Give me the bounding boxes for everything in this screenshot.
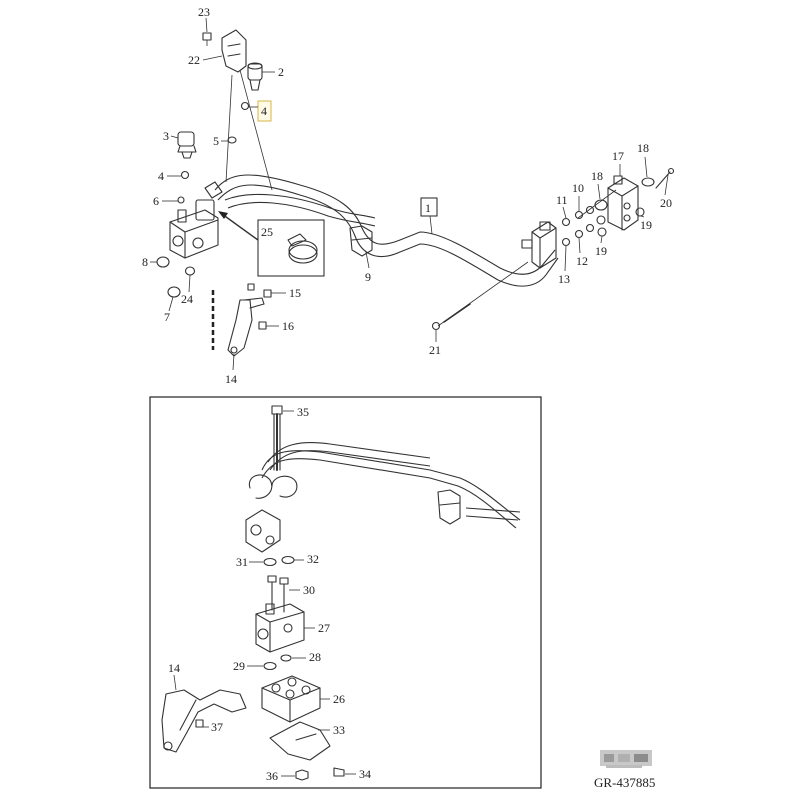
manifold-block — [169, 181, 223, 259]
callout-2: 2 — [278, 65, 284, 79]
part-17-valve-body — [607, 175, 639, 231]
callout-24: 24 — [181, 292, 193, 306]
part-7-oring — [167, 286, 181, 298]
callout-5: 5 — [213, 134, 219, 148]
callout-30: 30 — [303, 583, 315, 597]
part-14-bracket — [227, 283, 272, 357]
part-27-expansion-valve — [255, 603, 305, 653]
callout-21: 21 — [429, 343, 441, 357]
part-4-valve-upper — [240, 101, 250, 111]
detail-view: 35 31 32 30 27 29 28 14 26 37 33 36 34 — [149, 396, 542, 789]
small-seals-11-13 — [561, 205, 595, 247]
part-22-bracket — [221, 29, 247, 73]
part-4-valve-lower — [180, 170, 190, 180]
detail-frame — [149, 396, 542, 789]
callout-4-highlight — [257, 100, 272, 122]
part-2-connector — [247, 62, 263, 91]
callout-6: 6 — [153, 194, 159, 208]
part-21-long-bolt — [431, 261, 529, 331]
callout-12: 12 — [576, 254, 588, 268]
callout-35: 35 — [297, 405, 309, 419]
main-assembly: 23 22 2 4 5 3 4 6 8 7 24 1 — [142, 5, 675, 386]
callout-8: 8 — [142, 255, 148, 269]
part-37-bolt — [195, 719, 204, 728]
callout-16: 16 — [282, 319, 294, 333]
callout-33: 33 — [333, 723, 345, 737]
part-26-evaporator-block — [261, 675, 321, 723]
callout-4-left: 4 — [158, 169, 164, 183]
callout-19-right: 19 — [640, 218, 652, 232]
part-28-29-orings — [263, 654, 292, 671]
watermark-stamp — [600, 750, 652, 768]
part-24-oring — [184, 266, 196, 276]
callout-17: 17 — [612, 149, 624, 163]
part-34-screw — [333, 767, 345, 777]
part-35-bolt — [271, 405, 283, 471]
ac-pipes — [214, 174, 559, 287]
callout-31: 31 — [236, 555, 248, 569]
part-8-oring — [156, 256, 170, 268]
callout-13: 13 — [558, 272, 570, 286]
callout-25: 25 — [261, 225, 273, 239]
part-5-oring — [227, 136, 237, 144]
callout-14-main: 14 — [225, 372, 237, 386]
callout-3: 3 — [163, 129, 169, 143]
part-33-plate — [269, 721, 331, 761]
callout-1: 1 — [425, 201, 431, 215]
callout-37: 37 — [211, 720, 223, 734]
detail-pipes — [261, 442, 521, 529]
callout-1-box — [420, 197, 438, 217]
callout-15: 15 — [289, 286, 301, 300]
callout-4-top: 4 — [261, 104, 267, 118]
callout-18-left: 18 — [591, 169, 603, 183]
callout-28: 28 — [309, 650, 321, 664]
callout-7: 7 — [164, 310, 170, 324]
part-30-bolts — [267, 575, 289, 613]
callout-29: 29 — [233, 659, 245, 673]
part-18-oring-right — [641, 177, 655, 187]
callout-34: 34 — [359, 767, 371, 781]
main-callouts: 23 22 2 4 5 3 4 6 8 7 24 1 — [142, 5, 672, 386]
callout-27: 27 — [318, 621, 330, 635]
expansion-valve-bracket — [521, 221, 557, 269]
part-31-32-orings — [263, 555, 295, 567]
callout-19-left: 19 — [595, 244, 607, 258]
document-id: GR-437885 — [594, 775, 655, 790]
callout-22: 22 — [188, 53, 200, 67]
part-3-connector — [177, 131, 197, 159]
part-23-bolt — [202, 32, 212, 46]
callout-9: 9 — [365, 270, 371, 284]
part-6-oring — [177, 196, 185, 204]
part-36-nut — [295, 769, 309, 781]
callout-32: 32 — [307, 552, 319, 566]
detail-callouts: 35 31 32 30 27 29 28 14 26 37 33 36 34 — [168, 405, 371, 783]
callout-11: 11 — [556, 193, 568, 207]
callout-14-detail: 14 — [168, 661, 180, 675]
callout-36: 36 — [266, 769, 278, 783]
part-14-bracket-detail — [161, 689, 247, 753]
callout-10: 10 — [572, 181, 584, 195]
part-20-bolt — [655, 167, 675, 189]
callout-23: 23 — [198, 5, 210, 19]
callout-18-right: 18 — [637, 141, 649, 155]
callout-20: 20 — [660, 196, 672, 210]
callout-26: 26 — [333, 692, 345, 706]
clip-detail-box — [257, 219, 325, 277]
detail-pipe-fitting — [245, 474, 298, 553]
part-18-oring-left — [594, 199, 608, 225]
